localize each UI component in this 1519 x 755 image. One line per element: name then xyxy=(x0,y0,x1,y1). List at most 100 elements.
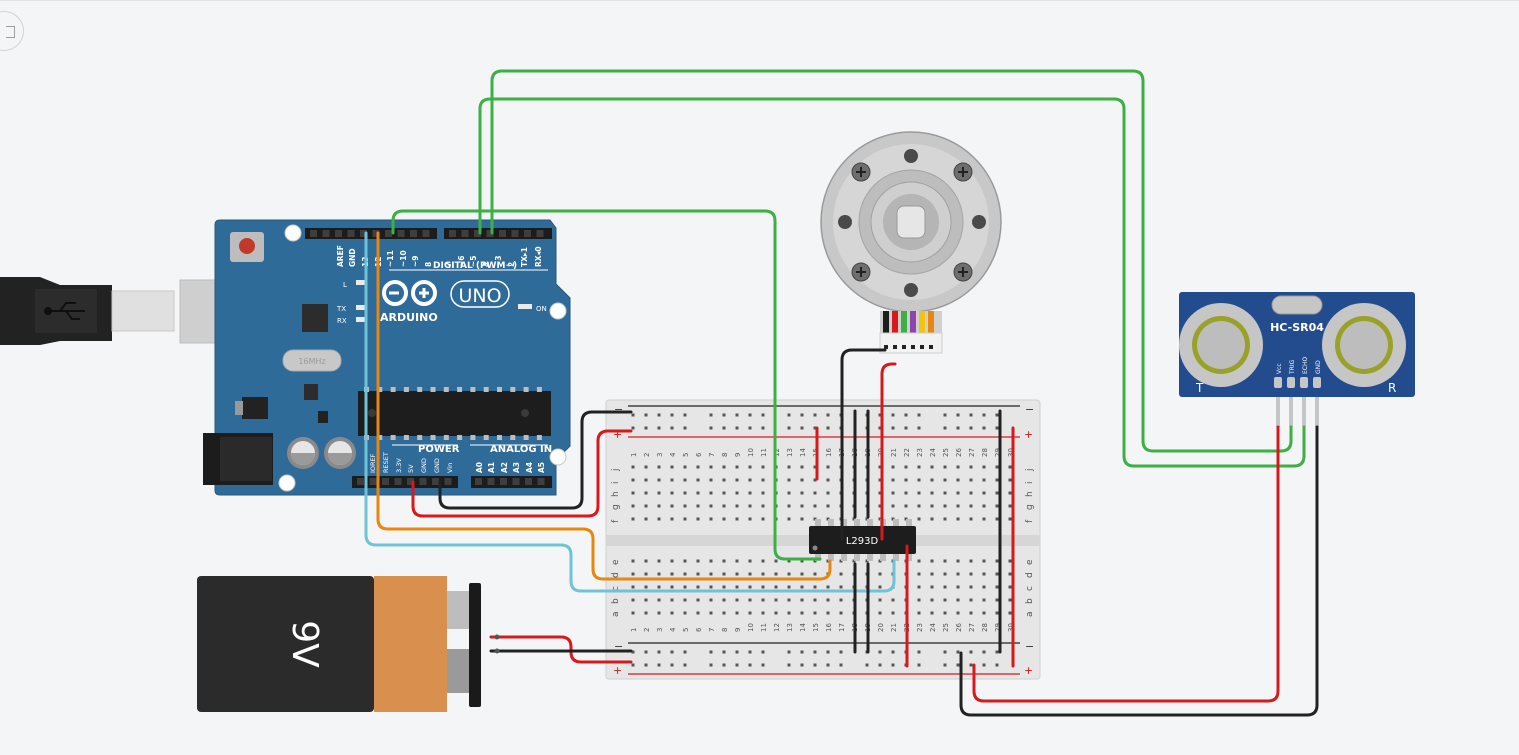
breadboard-hole xyxy=(722,598,726,602)
wire-d13-cyan[interactable] xyxy=(364,231,896,593)
breadboard-hole xyxy=(774,598,778,602)
column-number: 11 xyxy=(760,623,768,632)
dc-motor-encoder[interactable] xyxy=(820,131,1002,354)
screw-slot xyxy=(856,267,866,277)
header-pin[interactable] xyxy=(382,478,389,485)
breadboard-hole xyxy=(956,504,960,508)
rail-hole xyxy=(995,426,999,430)
rail-hole xyxy=(761,663,765,667)
header-pin[interactable] xyxy=(461,230,469,237)
header-pin[interactable] xyxy=(500,478,507,485)
breadboard-hole xyxy=(748,559,752,563)
column-number: 4 xyxy=(669,627,677,632)
header-pin[interactable] xyxy=(536,230,544,237)
wire-d11-green[interactable] xyxy=(391,209,822,561)
breadboard-hole xyxy=(995,491,999,495)
digital-pin-label: 8 xyxy=(424,262,433,267)
motor-hole xyxy=(904,149,918,163)
rail-hole xyxy=(761,650,765,654)
l293d-driver-ic[interactable]: L293D xyxy=(809,519,916,561)
breadboard-hole xyxy=(787,465,791,469)
header-pin[interactable] xyxy=(419,478,427,485)
breadboard-hole xyxy=(956,585,960,589)
wire-sensor-vcc-red[interactable] xyxy=(972,425,1280,703)
header-pin[interactable] xyxy=(499,230,506,237)
header-pin[interactable] xyxy=(322,230,330,237)
wire-motor-black[interactable] xyxy=(840,348,887,541)
led-on-label: ON xyxy=(536,305,547,313)
wire-sensor-gnd-black[interactable] xyxy=(959,425,1319,717)
header-pin[interactable] xyxy=(357,478,364,485)
breadboard-hole xyxy=(982,598,986,602)
rail-hole xyxy=(735,650,739,654)
header-pin[interactable] xyxy=(444,478,452,485)
motor-hole xyxy=(972,215,986,229)
rail-hole xyxy=(657,663,661,667)
breadboard-hole xyxy=(800,585,804,589)
header-pin[interactable] xyxy=(347,230,355,237)
column-number: 27 xyxy=(968,448,976,457)
header-pin[interactable] xyxy=(525,478,532,485)
breadboard-hole xyxy=(800,504,804,508)
rail-hole xyxy=(670,426,674,430)
breadboard-hole xyxy=(943,611,947,615)
wire-d12-orange[interactable] xyxy=(376,231,832,581)
header-pin[interactable] xyxy=(475,478,482,485)
ic-pin xyxy=(815,519,821,527)
usb-cable[interactable] xyxy=(0,277,269,345)
header-pin[interactable] xyxy=(360,230,367,237)
header-pin[interactable] xyxy=(487,478,495,485)
header-pin[interactable] xyxy=(410,230,417,237)
motor-wire-orange xyxy=(928,311,934,333)
wire-trig-green[interactable] xyxy=(478,97,1306,468)
header-pin[interactable] xyxy=(335,230,342,237)
wire-motor-red[interactable] xyxy=(880,362,897,541)
header-pin[interactable] xyxy=(310,230,317,237)
header-pin[interactable] xyxy=(537,478,545,485)
breadboard-hole xyxy=(813,572,817,576)
header-pin[interactable] xyxy=(369,478,377,485)
row-letter-j: j xyxy=(611,468,621,472)
header-pin[interactable] xyxy=(394,478,402,485)
wire-gnd-black[interactable] xyxy=(438,410,633,510)
column-number: 6 xyxy=(695,452,703,457)
header-pin[interactable] xyxy=(449,230,456,237)
breadboard-hole xyxy=(1008,465,1012,469)
header-pin[interactable] xyxy=(512,478,520,485)
breadboard-hole xyxy=(878,611,882,615)
rail-hole xyxy=(891,663,895,667)
sensor-pin-echo-label: ECHO xyxy=(1302,357,1309,374)
header-pin[interactable] xyxy=(524,230,531,237)
led-tx-label: TX xyxy=(336,305,346,313)
breadboard-hole xyxy=(891,465,895,469)
breadboard-hole xyxy=(917,478,921,482)
header-pin[interactable] xyxy=(474,230,481,237)
header-pin[interactable] xyxy=(432,478,439,485)
digital-header-left xyxy=(305,228,437,239)
uno-badge xyxy=(450,280,510,308)
led-l-label: L xyxy=(343,281,347,289)
ultrasonic-sensor-hc-sr04[interactable]: HC-SR04 T R Vcc TRIG ECHO GND xyxy=(1179,292,1415,427)
header-pin[interactable] xyxy=(385,230,392,237)
header-pin[interactable] xyxy=(397,230,405,237)
rail-hole xyxy=(670,663,674,667)
wire-echo-green[interactable] xyxy=(490,69,1293,453)
led-rx xyxy=(356,317,366,322)
breadboard-hole xyxy=(969,572,973,576)
breadboard-hole xyxy=(748,465,752,469)
breadboard-hole xyxy=(956,478,960,482)
breadboard-hole xyxy=(813,585,817,589)
header-pin[interactable] xyxy=(372,230,380,237)
header-pin[interactable] xyxy=(407,478,414,485)
wire-5v-red[interactable] xyxy=(411,429,633,518)
chip-pin xyxy=(377,387,383,392)
header-pin[interactable] xyxy=(511,230,519,237)
battery-9v[interactable]: 9V xyxy=(197,576,481,712)
header-pin[interactable] xyxy=(422,230,430,237)
breadboard-hole xyxy=(969,611,973,615)
header-pin[interactable] xyxy=(486,230,494,237)
breadboard-hole xyxy=(787,491,791,495)
breadboard-hole xyxy=(722,559,726,563)
